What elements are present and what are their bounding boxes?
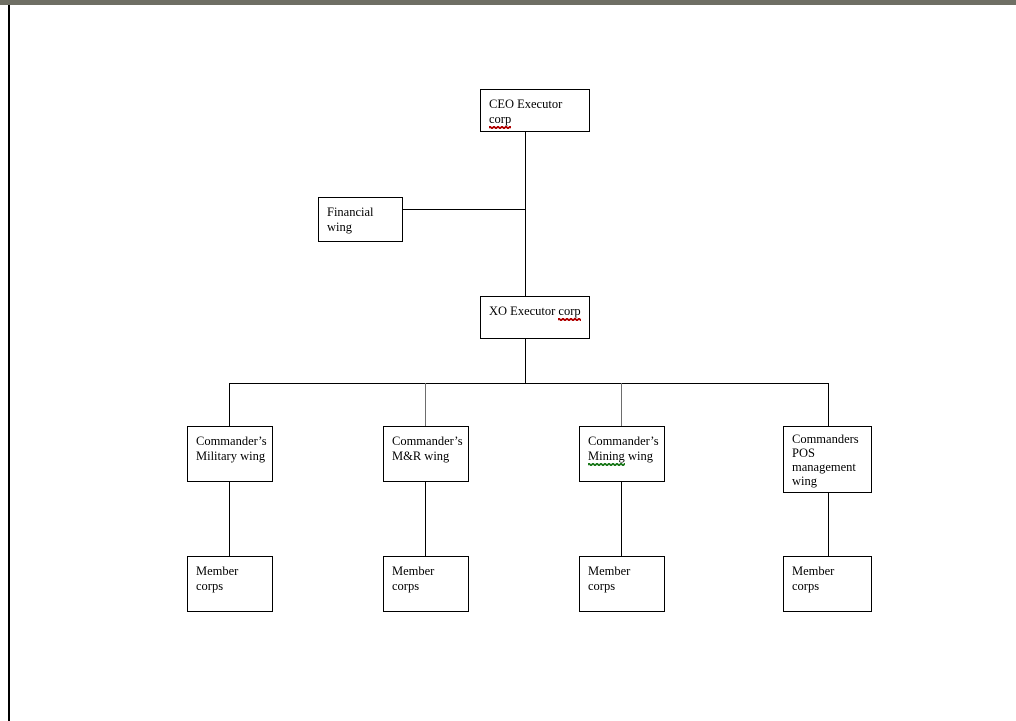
node-ceo-line1: CEO Executor [489,97,563,111]
connector-mining-to-member-corps [621,482,622,556]
connector-xo-to-bus [525,339,526,384]
connector-financial-to-spine [403,209,526,210]
node-member-military-line1: Member [196,564,239,578]
connector-ceo-to-xo [525,132,526,296]
node-member-mr-line1: Member [392,564,435,578]
node-member-pos-line2: corps [792,579,820,593]
connector-bus-to-pos-wing [828,383,829,426]
node-mining-line2-suffix: wing [624,449,653,463]
node-member-pos-line1: Member [792,564,835,578]
node-xo-line1-prefix: XO Executor [489,304,559,318]
node-xo-misspelled-word: corp [558,304,581,321]
page-left-border [8,5,10,721]
node-pos-line4: wing [792,474,817,488]
node-member-mining-line2: corps [588,579,616,593]
node-pos-line2: POS [792,446,815,460]
node-financial-line2: wing [327,220,352,234]
connector-bus-to-mining-wing [621,383,622,426]
connector-bus-to-mr-wing [425,383,426,426]
node-ceo-misspelled-word: corp [489,112,512,129]
page-top-border [0,0,1016,5]
node-mr-line2: M&R wing [392,449,450,463]
connector-pos-to-member-corps [828,493,829,556]
node-military-line2: Military wing [196,449,266,463]
connector-mr-to-member-corps [425,482,426,556]
node-member-military-line2: corps [196,579,224,593]
node-mining-line1: Commander’s [588,434,659,448]
connector-bus-to-military-wing [229,383,230,426]
connector-military-to-member-corps [229,482,230,556]
node-financial-line1: Financial [327,205,374,219]
node-mr-line1: Commander’s [392,434,463,448]
node-member-mining-line1: Member [588,564,631,578]
node-member-mr-line2: corps [392,579,420,593]
node-pos-line1: Commanders [792,432,859,446]
node-pos-line3: management [792,460,856,474]
node-mining-flagged-word: Mining [588,449,625,466]
node-xo-executor-corp[interactable]: XO Executor corp [480,296,590,339]
node-military-line1: Commander’s [196,434,267,448]
connector-distribution-bus [229,383,829,384]
